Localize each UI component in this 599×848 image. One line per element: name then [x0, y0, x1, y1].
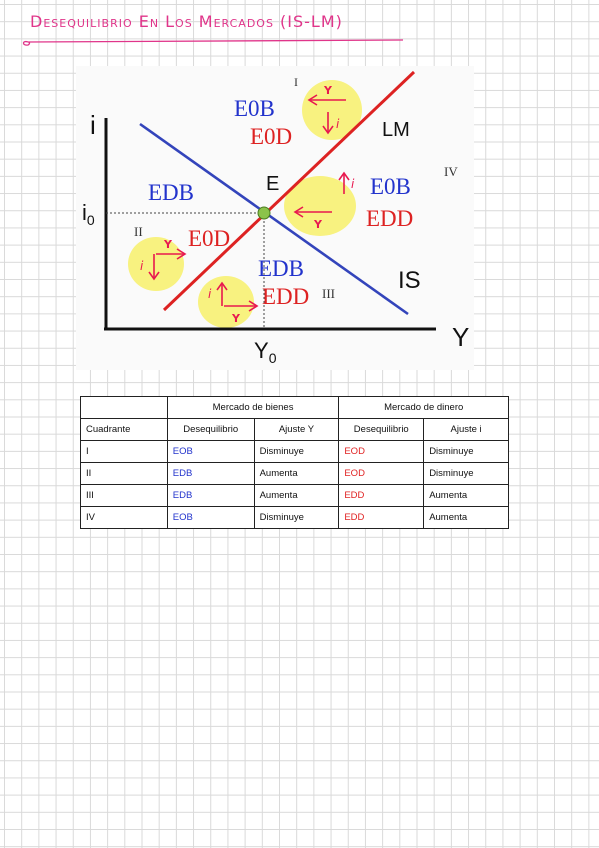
- quadrant-III-i-arrowhead: [216, 281, 228, 291]
- quadrant-I-money: E0D: [250, 124, 292, 149]
- y-adjustment-cell: Disminuye: [253, 506, 340, 529]
- quadrant-II-money: E0D: [188, 226, 230, 251]
- is-lm-diagram-svg: i Y i0 Y0 E LM IS I E0B E0D Y i IV E0B E…: [82, 70, 469, 366]
- equilibrium-point: [257, 206, 271, 220]
- table-header-row: Cuadrante Desequilibrio Ajuste Y Desequi…: [80, 418, 509, 441]
- table-corner-cell: [80, 396, 168, 419]
- i-adjustment-cell: Disminuye: [423, 440, 509, 463]
- quadrant-I-goods: E0B: [234, 96, 275, 121]
- column-header-i-adjustment: Ajuste i: [423, 418, 509, 441]
- group-header-goods: Mercado de bienes: [166, 396, 340, 419]
- column-header-quadrant: Cuadrante: [80, 418, 168, 441]
- quadrant-IV-goods: E0B: [370, 174, 411, 199]
- highlight-quadrant-IV: [284, 176, 356, 236]
- is-curve: [139, 122, 409, 316]
- quadrant-II-i-note: i: [140, 259, 144, 273]
- column-header-goods-disequilibrium: Desequilibrio: [166, 418, 255, 441]
- quadrant-II-i-arrowhead: [148, 271, 160, 281]
- highlight-quadrant-III: [198, 276, 254, 328]
- quadrant-cell: IV: [80, 506, 168, 529]
- goods-disequilibrium-cell: EOB: [166, 506, 255, 529]
- table-group-header-row: Mercado de bienes Mercado de dinero: [80, 396, 509, 419]
- lm-curve: [162, 70, 416, 312]
- quadrant-I-y-note: Y: [323, 84, 333, 97]
- table-row: II EDB Aumenta EOD Disminuye: [80, 462, 509, 485]
- quadrant-IV-i-arrowhead: [338, 171, 350, 181]
- quadrant-I-y-arrowhead: [307, 94, 318, 106]
- quadrant-III-y-note: Y: [231, 312, 241, 325]
- disequilibrium-table: Mercado de bienes Mercado de dinero Cuad…: [80, 396, 509, 529]
- quadrant-III-i-note: i: [208, 287, 212, 301]
- quadrant-II-goods: EDB: [148, 180, 194, 205]
- quadrant-III-goods: EDB: [258, 256, 304, 281]
- is-label: IS: [398, 267, 421, 294]
- i0-label: i0: [82, 200, 95, 228]
- column-header-money-disequilibrium: Desequilibrio: [338, 418, 425, 441]
- quadrant-IV-roman: IV: [444, 164, 458, 179]
- column-header-y-adjustment: Ajuste Y: [253, 418, 340, 441]
- goods-disequilibrium-cell: EDB: [166, 462, 255, 485]
- money-disequilibrium-cell: EDD: [338, 506, 425, 529]
- quadrant-II-y-note: Y: [163, 238, 173, 251]
- y-adjustment-cell: Disminuye: [253, 440, 340, 463]
- group-header-money: Mercado de dinero: [338, 396, 509, 419]
- quadrant-III-money: EDD: [262, 284, 309, 309]
- quadrant-I-i-note: i: [336, 117, 340, 131]
- title-underline: [22, 39, 404, 46]
- money-disequilibrium-cell: EDD: [338, 484, 425, 507]
- equilibrium-label: E: [266, 173, 279, 195]
- y-adjustment-cell: Aumenta: [253, 462, 340, 485]
- y-adjustment-cell: Aumenta: [253, 484, 340, 507]
- money-disequilibrium-cell: EOD: [338, 462, 425, 485]
- quadrant-I-roman: I: [294, 75, 298, 89]
- is-lm-diagram: i Y i0 Y0 E LM IS I E0B E0D Y i IV E0B E…: [76, 66, 474, 370]
- quadrant-IV-money: EDD: [366, 206, 413, 231]
- quadrant-III-y-arrowhead: [248, 300, 259, 312]
- goods-disequilibrium-cell: EDB: [166, 484, 255, 507]
- y0-label: Y0: [254, 338, 277, 366]
- quadrant-II-roman: II: [134, 224, 143, 239]
- quadrant-cell: II: [80, 462, 168, 485]
- y-axis-label: i: [90, 110, 96, 140]
- page-title: Desequilibrio En Los Mercados (IS-LM): [30, 12, 343, 31]
- quadrant-I-i-arrowhead: [322, 125, 334, 135]
- i-adjustment-cell: Aumenta: [423, 506, 509, 529]
- table-row: IV EOB Disminuye EDD Aumenta: [80, 506, 509, 529]
- i-adjustment-cell: Disminuye: [423, 462, 509, 485]
- x-axis-label: Y: [452, 322, 469, 352]
- quadrant-cell: I: [80, 440, 168, 463]
- quadrant-III-roman: III: [322, 286, 335, 301]
- quadrant-II-y-arrowhead: [176, 248, 187, 260]
- quadrant-IV-y-arrowhead: [293, 206, 304, 218]
- highlight-quadrant-II: [128, 237, 184, 291]
- quadrant-IV-y-note: Y: [313, 218, 323, 231]
- table-row: III EDB Aumenta EDD Aumenta: [80, 484, 509, 507]
- lm-label: LM: [382, 119, 410, 141]
- money-disequilibrium-cell: EOD: [338, 440, 425, 463]
- quadrant-cell: III: [80, 484, 168, 507]
- table-row: I EOB Disminuye EOD Disminuye: [80, 440, 509, 463]
- i-adjustment-cell: Aumenta: [423, 484, 509, 507]
- goods-disequilibrium-cell: EOB: [166, 440, 255, 463]
- quadrant-IV-i-note: i: [351, 177, 355, 191]
